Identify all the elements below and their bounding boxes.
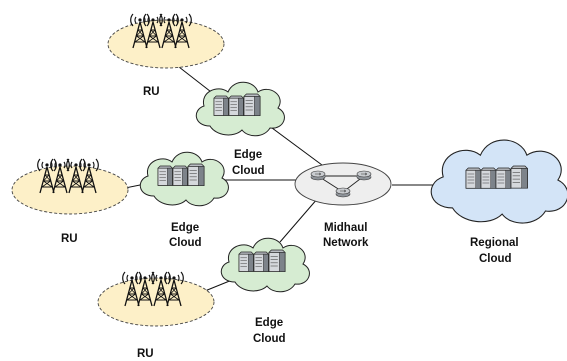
server-rack-icon bbox=[187, 163, 205, 186]
regional-cloud-label-line2: Cloud bbox=[479, 253, 512, 265]
server-rack-icon bbox=[495, 167, 512, 189]
server-rack-icon bbox=[157, 165, 173, 186]
server-rack-icon bbox=[213, 95, 229, 116]
ru-area-left bbox=[11, 158, 129, 215]
ru-area-top bbox=[107, 13, 225, 69]
edge-cloud-2-label-line1: Edge bbox=[171, 222, 199, 234]
edge-cloud-1-label-line1: Edge bbox=[234, 149, 262, 161]
midhaul-network bbox=[294, 162, 392, 206]
ru-bottom-label: RU bbox=[137, 348, 154, 360]
link-edge1-midhaul bbox=[267, 124, 323, 166]
edge-cloud-1-label-line2: Cloud bbox=[232, 165, 265, 177]
server-rack-icon bbox=[243, 93, 261, 116]
regional-cloud-label-line1: Regional bbox=[470, 237, 519, 249]
server-rack-icon bbox=[480, 167, 497, 189]
server-rack-icon bbox=[465, 167, 482, 189]
router-icon bbox=[356, 170, 372, 181]
server-rack-icon bbox=[253, 251, 269, 272]
server-rack-icon bbox=[238, 251, 254, 272]
server-rack-icon bbox=[172, 165, 188, 186]
midhaul-label-line2: Network bbox=[323, 237, 369, 249]
regional-cloud-servers bbox=[465, 165, 528, 189]
midhaul-label-line1: Midhaul bbox=[324, 222, 367, 234]
edge-cloud-2 bbox=[139, 151, 229, 207]
server-rack-icon bbox=[510, 165, 528, 189]
edge-cloud-3-label-line1: Edge bbox=[255, 317, 283, 329]
ru-left-label: RU bbox=[61, 233, 78, 245]
ru-top-label: RU bbox=[143, 86, 160, 98]
server-rack-icon bbox=[228, 95, 244, 116]
ru-area-bottom bbox=[97, 271, 215, 327]
edge-cloud-3 bbox=[220, 237, 310, 293]
server-rack-icon bbox=[268, 249, 286, 272]
router-icon bbox=[310, 170, 326, 181]
edge-cloud-3-label-line2: Cloud bbox=[253, 333, 286, 345]
router-icon bbox=[335, 187, 351, 198]
edge-cloud-2-label-line2: Cloud bbox=[169, 237, 202, 249]
link-midhaul-edge3 bbox=[279, 197, 319, 243]
